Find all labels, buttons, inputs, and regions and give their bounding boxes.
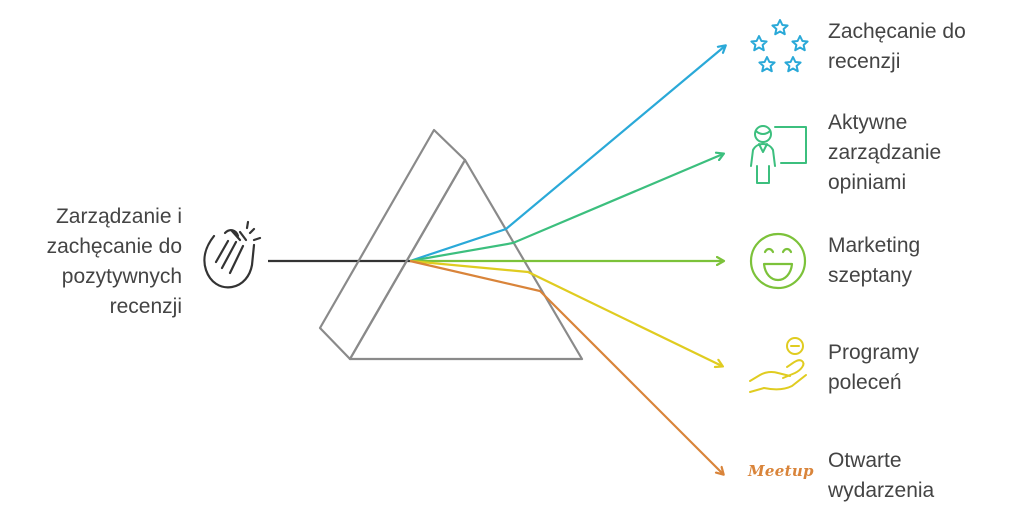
output-label-word-of-mouth: Marketing szeptany (828, 234, 921, 287)
clapping-hands-icon (203, 220, 262, 289)
ray-orange (409, 259, 723, 474)
output-label-feedback: Aktywne zarządzanie opiniami (828, 111, 942, 194)
stars-icon (750, 19, 809, 73)
hand-coin-icon (749, 337, 807, 393)
output-label-events: Otwarte wydarzenia (828, 449, 935, 502)
smiling-face-icon (749, 232, 807, 290)
prism (318, 128, 584, 361)
meetup-logo-icon: Meetup (747, 462, 814, 480)
meetup-logo-text: Meetup (747, 462, 814, 480)
output-label-reviews: Zachęcanie do recenzji (828, 20, 966, 73)
source-label: Zarządzanie i zachęcanie do pozytywnych … (46, 205, 182, 318)
person-presentation-icon (750, 125, 807, 184)
ray-yellow (409, 259, 722, 366)
output-label-referrals: Programy poleceń (828, 341, 920, 394)
ray-teal (409, 154, 723, 263)
ray-blue (409, 46, 725, 263)
